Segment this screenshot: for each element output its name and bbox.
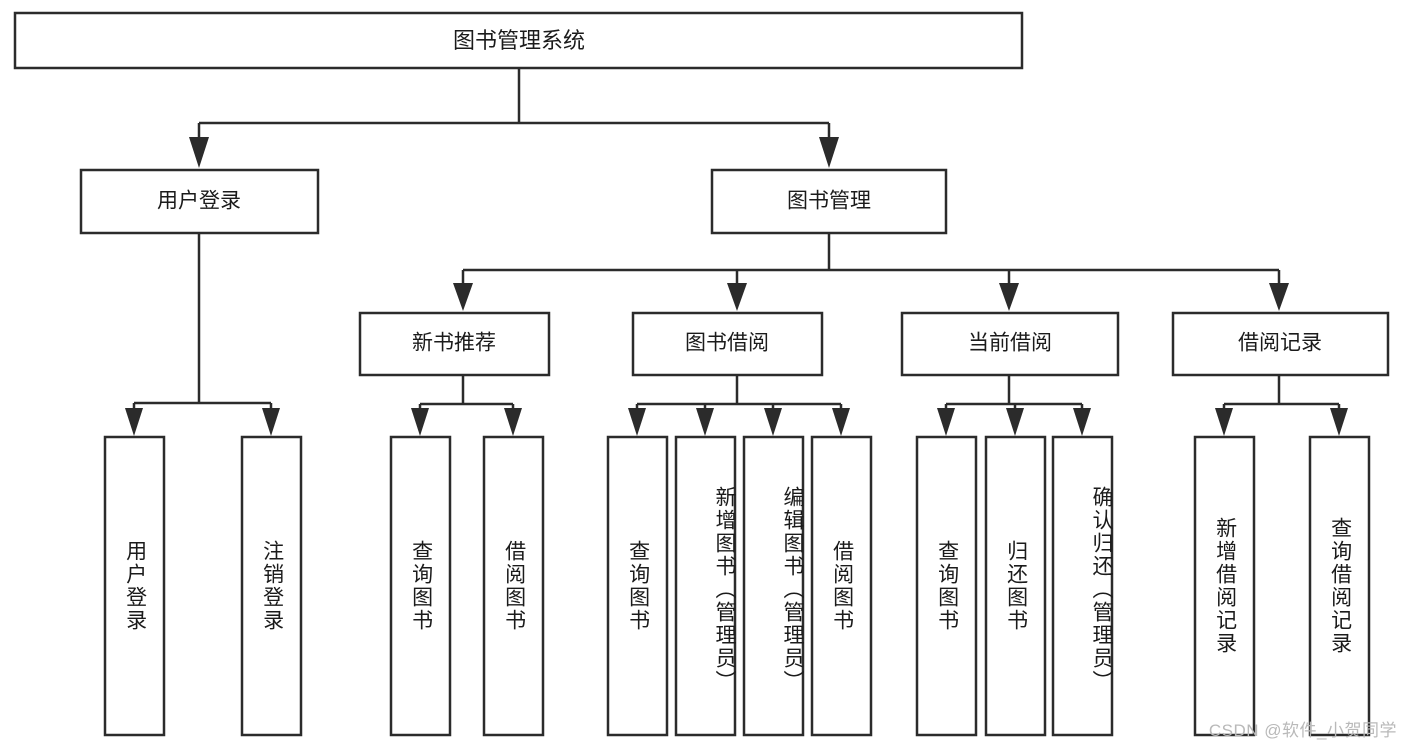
- node-user-login-box: [79, 168, 320, 235]
- connector-group-borrow-record: [1215, 375, 1348, 436]
- arrow-head-borrow-record-leaf-2: [1330, 408, 1348, 436]
- node-root-system[interactable]: 图书管理系统: [13, 11, 1024, 70]
- arrow-head-borrow-record: [1269, 283, 1289, 311]
- arrow-head-book-borrow-leaf-3: [764, 408, 782, 436]
- leaf-box-new-book-2[interactable]: [482, 435, 545, 737]
- arrow-head-current-borrow-leaf-1: [937, 408, 955, 436]
- connector-group-current-borrow: [937, 375, 1091, 436]
- leaf-box-book-borrow-4[interactable]: [810, 435, 873, 737]
- arrow-head-book-borrow-leaf-2: [696, 408, 714, 436]
- node-book-borrow-box: [631, 311, 824, 377]
- node-book-management-label: 图书管理: [787, 190, 871, 213]
- leaf-box-book-borrow-2[interactable]: [674, 435, 737, 737]
- leaf-box-current-borrow-1[interactable]: [915, 435, 978, 737]
- node-new-book-recommend[interactable]: 新书推荐: [358, 311, 551, 377]
- watermark: CSDN @软件_小贺同学: [1208, 721, 1397, 740]
- connector-group-root: [189, 68, 839, 168]
- leaf-box-current-borrow-2[interactable]: [984, 435, 1047, 737]
- node-user-login[interactable]: 用户登录: [79, 168, 320, 235]
- arrow-head-current-borrow-leaf-2: [1006, 408, 1024, 436]
- node-new-book-recommend-box: [358, 311, 551, 377]
- node-book-management[interactable]: 图书管理: [710, 168, 948, 235]
- arrow-head-current-borrow-leaf-3: [1073, 408, 1091, 436]
- node-root-system-label: 图书管理系统: [453, 28, 585, 53]
- connector-group-user-login: [125, 233, 280, 436]
- node-root-system-box: [13, 11, 1024, 70]
- arrow-head-book-borrow: [727, 283, 747, 311]
- node-new-book-recommend-label: 新书推荐: [412, 332, 496, 355]
- leaf-box-book-borrow-1[interactable]: [606, 435, 669, 737]
- leaf-box-user-login-1[interactable]: [103, 435, 166, 737]
- arrow-head-new-book-leaf-2: [504, 408, 522, 436]
- leaf-box-borrow-record-1[interactable]: [1193, 435, 1256, 737]
- connector-group-book-borrow: [628, 375, 850, 436]
- arrow-head-new-book: [453, 283, 473, 311]
- node-current-borrow[interactable]: 当前借阅: [900, 311, 1120, 377]
- node-borrow-record-label: 借阅记录: [1238, 332, 1322, 355]
- node-user-login-label: 用户登录: [157, 190, 241, 213]
- arrow-head-user-login-leaf-1: [125, 408, 143, 436]
- node-book-borrow[interactable]: 图书借阅: [631, 311, 824, 377]
- arrow-head-borrow-record-leaf-1: [1215, 408, 1233, 436]
- arrow-head-new-book-leaf-1: [411, 408, 429, 436]
- leaf-box-new-book-1[interactable]: [389, 435, 452, 737]
- connector-group-book-mgmt: [453, 233, 1289, 311]
- node-current-borrow-box: [900, 311, 1120, 377]
- arrow-head-book-mgmt: [819, 137, 839, 168]
- leaf-box-book-borrow-3[interactable]: [742, 435, 805, 737]
- node-book-management-box: [710, 168, 948, 235]
- connector-group-new-book: [411, 375, 522, 436]
- node-borrow-record-box: [1171, 311, 1390, 377]
- node-borrow-record[interactable]: 借阅记录: [1171, 311, 1390, 377]
- arrow-head-book-borrow-leaf-4: [832, 408, 850, 436]
- leaf-box-user-login-2[interactable]: [240, 435, 303, 737]
- arrow-head-user-login-leaf-2: [262, 408, 280, 436]
- leaf-box-borrow-record-2[interactable]: [1308, 435, 1371, 737]
- arrow-head-current-borrow: [999, 283, 1019, 311]
- node-book-borrow-label: 图书借阅: [685, 332, 769, 355]
- arrow-head-user-login: [189, 137, 209, 168]
- node-current-borrow-label: 当前借阅: [968, 332, 1052, 355]
- leaf-box-current-borrow-3[interactable]: [1051, 435, 1114, 737]
- arrow-head-book-borrow-leaf-1: [628, 408, 646, 436]
